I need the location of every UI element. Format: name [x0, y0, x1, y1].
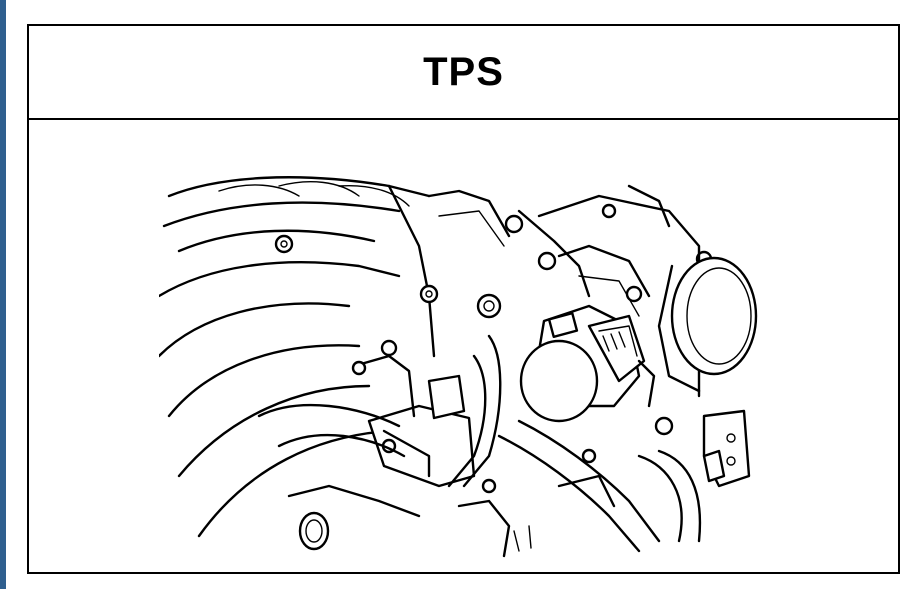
bracket-connector: [351, 339, 476, 488]
diagram-title: TPS: [423, 49, 504, 94]
intake-manifold: [157, 176, 511, 538]
hoses: [257, 334, 702, 553]
right-connector: [702, 409, 751, 488]
tps-sensor: [519, 304, 656, 423]
throttle-body-illustration: [157, 156, 759, 566]
manifold-bolts: [274, 203, 713, 319]
engine-line-drawing: [157, 176, 758, 558]
window-edge-bar: [0, 0, 6, 589]
title-row: TPS: [29, 26, 898, 120]
diagram-frame: TPS: [27, 24, 900, 574]
lower-block: [287, 448, 616, 558]
throttle-bore: [657, 256, 758, 393]
